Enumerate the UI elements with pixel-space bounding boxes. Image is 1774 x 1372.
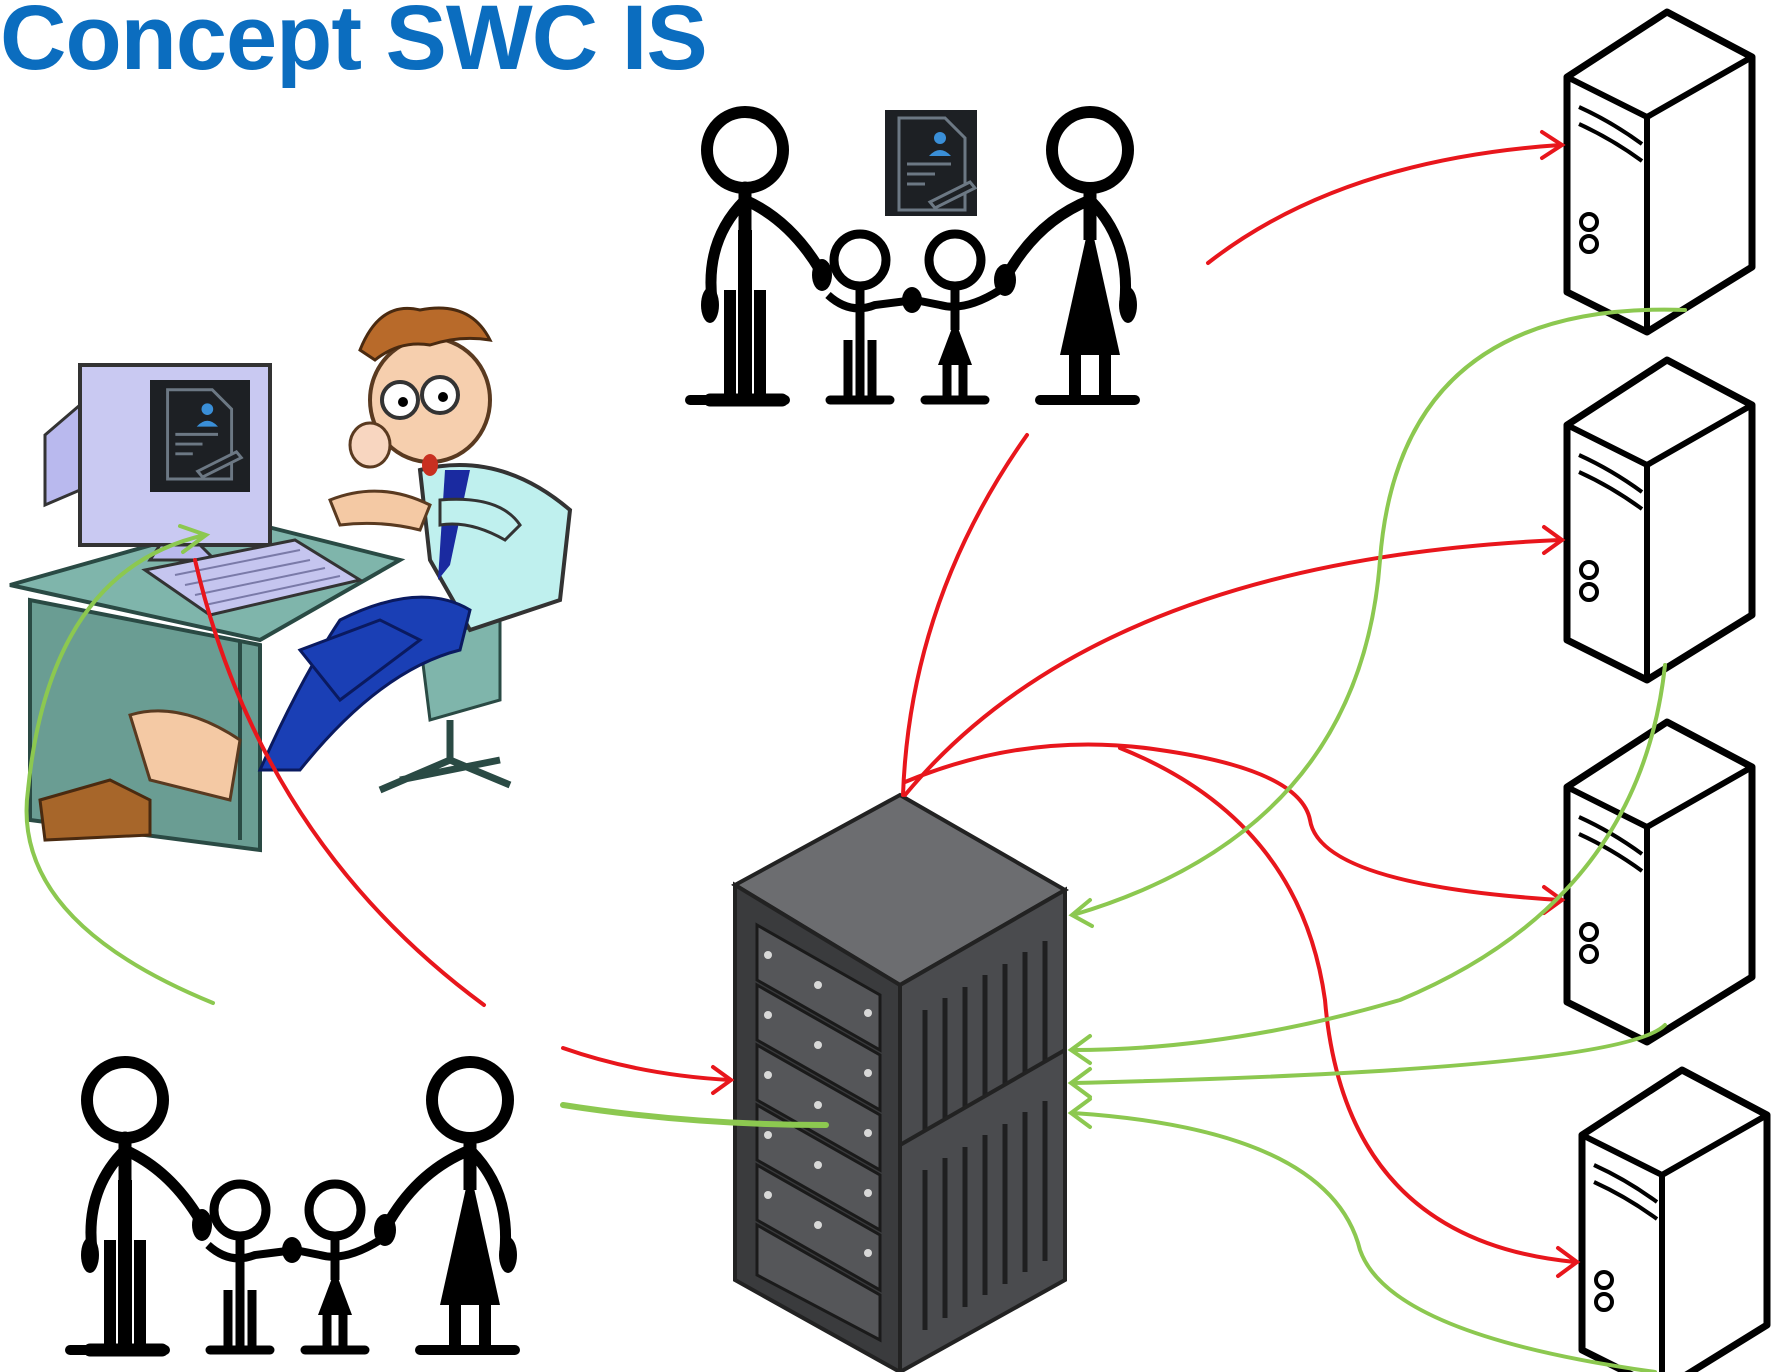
- arrow-family-bottom-to-clerk: [193, 558, 486, 1007]
- arrow-server-4-to-rack: [1071, 1111, 1657, 1372]
- arrow-family-bottom-to-rack: [561, 1046, 732, 1082]
- arrow-server-2-to-rack: [1071, 663, 1667, 1052]
- server-tower-icon-2: [1567, 360, 1752, 680]
- family-bottom-icon: [70, 1062, 517, 1350]
- arrow-server-1-to-rack: [1071, 307, 1687, 917]
- arrow-head: [1068, 898, 1094, 928]
- server-tower-icon-3: [1567, 722, 1752, 1042]
- server-tower-icon-4: [1582, 1070, 1767, 1372]
- arrow-head: [711, 1065, 735, 1095]
- slide-title: Concept SWC IS: [0, 0, 708, 89]
- arrow-rack-to-server-3: [903, 742, 1562, 902]
- document-icon: [883, 108, 979, 218]
- arrow-family-top-to-rack: [901, 433, 1029, 797]
- arrow-head: [1542, 525, 1566, 555]
- arrow-family-top-to-server-1: [1206, 143, 1562, 265]
- server-rack-icon: [730, 792, 1070, 1372]
- clerk-at-computer-icon: [9, 306, 573, 853]
- arrow-head: [1067, 1067, 1092, 1099]
- server-tower-icon-1: [1567, 12, 1752, 332]
- arrow-head: [1067, 1097, 1092, 1129]
- arrow-head: [1540, 130, 1566, 160]
- arrow-server-3-to-rack: [1071, 1023, 1667, 1085]
- response-arrows: [24, 307, 1687, 1372]
- arrow-rack-to-server-2: [903, 538, 1562, 797]
- arrow-head: [1556, 1246, 1581, 1278]
- arrow-head: [1067, 1034, 1092, 1065]
- arrow-head: [178, 524, 211, 554]
- arrow-head: [1542, 885, 1566, 915]
- request-arrows: [193, 130, 1581, 1278]
- arrow-rack-to-server-4: [1118, 746, 1577, 1264]
- arrow-family-bottom-to-clerk: [24, 533, 215, 1005]
- arrow-family-bottom-to-rack: [560, 1102, 829, 1128]
